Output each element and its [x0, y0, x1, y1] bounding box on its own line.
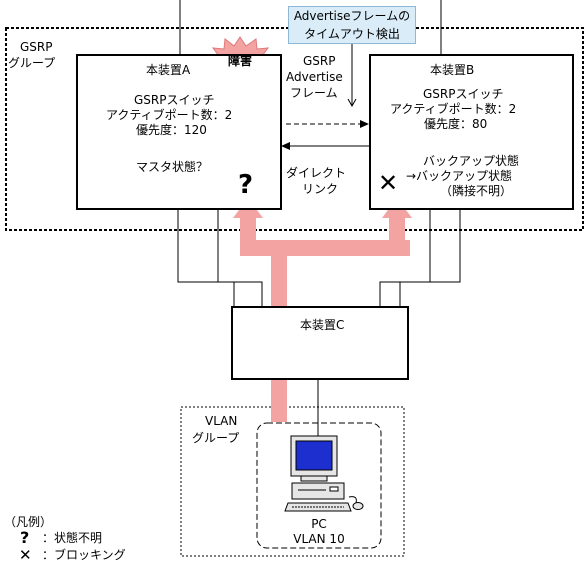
gsrp-group-label-2: グループ	[8, 56, 56, 70]
device-b-state3: （隣接不明）	[440, 184, 513, 198]
callout-line2: タイムアウト検出	[304, 27, 400, 41]
fault-label: 障害	[228, 54, 253, 68]
device-b-line1: GSRPスイッチ	[423, 87, 504, 101]
legend-unknown-label: ：状態不明	[42, 531, 103, 545]
pc-icon	[284, 435, 364, 512]
device-b-line3: 優先度：80	[424, 117, 488, 131]
device-b-state2: →バックアップ状態	[406, 169, 513, 183]
advertise-label-1: GSRP	[303, 54, 336, 68]
direct-link-label-1: ダイレクト	[286, 166, 347, 180]
vlan-group-border	[180, 406, 405, 557]
legend-blocking-icon: ✕	[19, 546, 32, 564]
vlan-group-label-2: グループ	[192, 431, 240, 445]
device-c[interactable]	[231, 306, 409, 380]
pc-dashed-frame	[256, 422, 382, 549]
device-b-line2: アクティブポート数：2	[390, 102, 517, 116]
timeout-callout: Advertiseフレームの タイムアウト検出	[288, 6, 416, 44]
device-a-line1: GSRPスイッチ	[134, 93, 215, 107]
link-a-c-inner	[217, 210, 263, 306]
device-a-line3: 優先度：120	[136, 123, 207, 137]
legend-title: （凡例）	[4, 515, 53, 529]
device-c-title: 本装置C	[300, 318, 345, 332]
advertise-label-2: Advertise	[286, 70, 343, 84]
device-a-title: 本装置A	[146, 63, 191, 77]
device-b-state1: バックアップ状態	[423, 154, 520, 168]
link-b-c-inner	[399, 210, 431, 306]
device-b-title: 本装置B	[430, 63, 475, 77]
legend-blocking-label: ：ブロッキング	[42, 548, 126, 562]
link-a-c-outer	[177, 210, 235, 306]
gsrp-group-label-1: GSRP	[20, 40, 53, 54]
legend-unknown-icon: ?	[20, 528, 30, 547]
unknown-state-icon: ?	[238, 170, 254, 200]
pc-vlan-label: VLAN 10	[293, 532, 345, 546]
vlan-group-label-1: VLAN	[205, 414, 238, 428]
blocking-icon: ✕	[378, 169, 399, 197]
device-a[interactable]	[76, 54, 282, 210]
callout-line1: Advertiseフレームの	[293, 9, 411, 23]
device-b[interactable]	[369, 54, 574, 210]
pc-label: PC	[311, 517, 327, 531]
gsrp-group-border	[5, 27, 584, 231]
direct-link-label-2: リンク	[302, 182, 339, 196]
advertise-label-3: フレーム	[290, 86, 338, 100]
device-a-state: マスタ状態？	[136, 160, 209, 174]
device-a-line2: アクティブポート数：2	[106, 108, 233, 122]
